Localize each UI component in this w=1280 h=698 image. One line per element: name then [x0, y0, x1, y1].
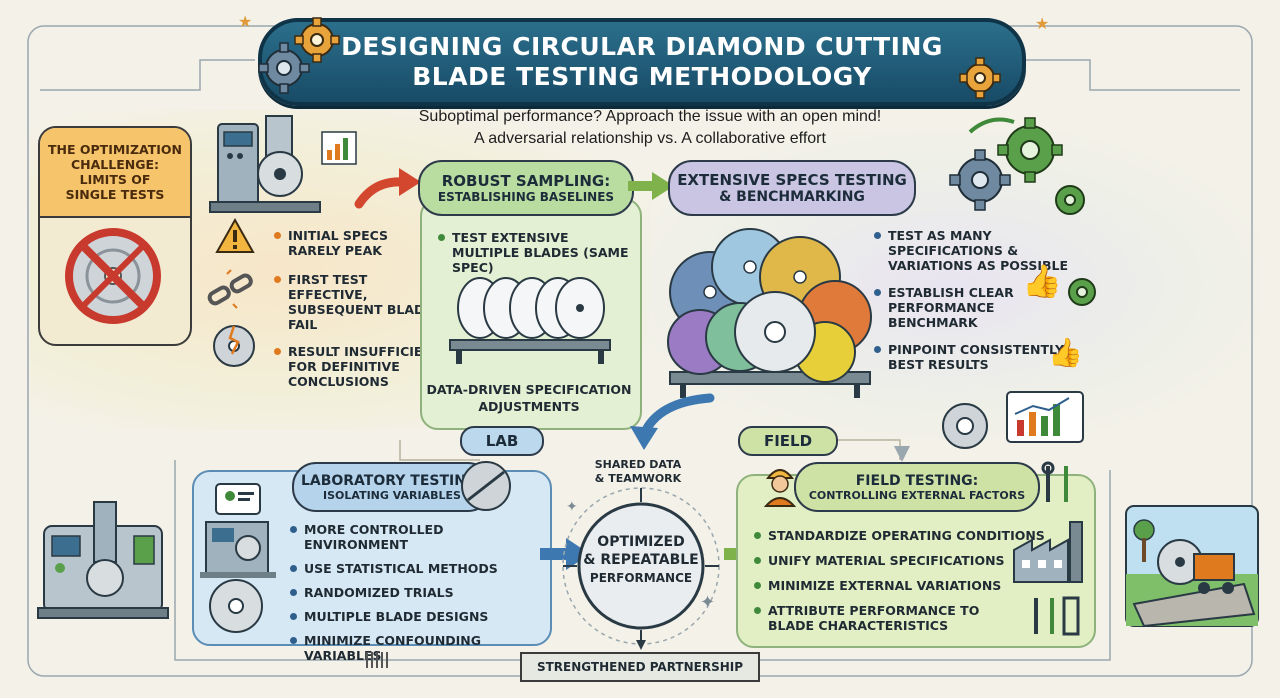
lab-header: LABORATORY TESTING: ISOLATING VARIABLES: [292, 462, 492, 512]
arrow-to-sampling: [354, 168, 421, 209]
sampling-header: ROBUST SAMPLING: ESTABLISHING BASELINES: [418, 160, 634, 216]
challenge-title-3: LIMITS OF: [79, 172, 151, 187]
gear-icon: [1068, 278, 1096, 306]
cutting-machine-icon: [209, 115, 357, 213]
arrow-lab-to-center: [540, 538, 590, 570]
challenge-list: INITIAL SPECS RARELY PEAK FIRST TEST EFF…: [272, 228, 442, 395]
lab-workstation-icon: [200, 483, 276, 633]
thumbs-up-icon: 👍: [1022, 263, 1062, 299]
sampling-list: TEST EXTENSIVE MULTIPLE BLADES (SAME SPE…: [436, 230, 636, 281]
specs-header: EXTENSIVE SPECS TESTING & BENCHMARKING: [668, 160, 916, 216]
title-banner: DESIGNING CIRCULAR DIAMOND CUTTING BLADE…: [258, 18, 1026, 106]
wrench-icon: [1034, 596, 1080, 636]
challenge-item: RESULT INSUFFICIENT FOR DEFINITIVE CONCL…: [272, 344, 442, 389]
specs-item: ESTABLISH CLEAR PERFORMANCE BENCHMARK: [872, 285, 1080, 330]
subtitle-line-2: A adversarial relationship vs. A collabo…: [474, 130, 826, 147]
thumbs-up-icon: 👍: [1048, 337, 1083, 368]
challenge-title-2: CHALLENGE:: [70, 157, 160, 172]
lab-subtitle: ISOLATING VARIABLES: [323, 488, 461, 502]
arrow-to-specs: [628, 172, 674, 200]
sampling-footer-1: DATA-DRIVEN SPECIFICATION: [426, 382, 632, 397]
partnership-banner: STRENGTHENED PARTNERSHIP: [520, 652, 760, 682]
warning-icon: [215, 217, 255, 253]
field-subtitle: CONTROLLING EXTERNAL FACTORS: [808, 488, 1026, 502]
arrow-to-center: [630, 393, 715, 450]
lab-item: RANDOMIZED TRIALS: [288, 585, 548, 600]
subtitle-line-1: Suboptimal performance? Approach the iss…: [418, 108, 882, 125]
blade-row-icon: [449, 277, 611, 364]
field-item: ATTRIBUTE PERFORMANCE TO BLADE CHARACTER…: [752, 603, 1008, 633]
sparkle-icon: ✦: [700, 592, 716, 612]
challenge-panel: THE OPTIMIZATION CHALLENGE: LIMITS OF SI…: [38, 126, 192, 346]
sampling-title: ROBUST SAMPLING:: [441, 172, 611, 190]
specs-item: PINPOINT CONSISTENTLY BEST RESULTS: [872, 342, 1080, 372]
center-line-3: PERFORMANCE: [589, 571, 693, 585]
lab-title: LABORATORY TESTING:: [300, 472, 484, 489]
tools-icon: [1041, 461, 1068, 502]
sampling-item: TEST EXTENSIVE MULTIPLE BLADES (SAME SPE…: [436, 230, 636, 275]
lab-tag: LAB: [460, 426, 544, 456]
challenge-item: FIRST TEST EFFECTIVE, SUBSEQUENT BLADES …: [272, 272, 442, 332]
shared-data-line-2: & TEAMWORK: [594, 472, 682, 485]
star-icon: ★: [238, 14, 253, 31]
specs-subtitle: & BENCHMARKING: [719, 189, 865, 205]
star-icon: ★: [1035, 16, 1050, 33]
center-line-1: OPTIMIZED: [597, 534, 685, 550]
partnership-text: STRENGTHENED PARTNERSHIP: [536, 660, 744, 674]
arrow-to-field: [894, 446, 910, 462]
field-list: STANDARDIZE OPERATING CONDITIONS UNIFY M…: [752, 528, 1052, 639]
gear-icon: [959, 57, 1001, 99]
barcode-icon: [366, 652, 388, 668]
cnc-machine-icon: [37, 501, 169, 619]
gear-icon: [258, 17, 340, 94]
prohibited-blade-icon: [65, 228, 161, 324]
blade-icon: [461, 461, 511, 511]
lab-item: USE STATISTICAL METHODS: [288, 561, 548, 576]
broken-chain-icon: [207, 269, 253, 309]
gear-icon: [949, 117, 1085, 215]
center-hub-ring: [562, 487, 720, 650]
lab-item: MULTIPLE BLADE DESIGNS: [288, 609, 548, 624]
lab-item: MINIMIZE CONFOUNDING VARIABLES: [288, 633, 548, 663]
challenge-title-1: THE OPTIMIZATION: [48, 142, 182, 157]
field-item: STANDARDIZE OPERATING CONDITIONS: [752, 528, 1052, 543]
field-item: UNIFY MATERIAL SPECIFICATIONS: [752, 553, 1052, 568]
field-tag: FIELD: [738, 426, 838, 456]
lab-item: MORE CONTROLLED ENVIRONMENT: [288, 522, 548, 552]
field-title: FIELD TESTING:: [855, 472, 979, 489]
specs-title: EXTENSIVE SPECS TESTING: [677, 171, 907, 189]
lab-list: MORE CONTROLLED ENVIRONMENT USE STATISTI…: [288, 522, 548, 669]
gear-icon: [942, 403, 988, 449]
cracked-blade-icon: [213, 325, 255, 367]
sampling-footer-2: ADJUSTMENTS: [478, 399, 580, 414]
title-line-2: BLADE TESTING METHODOLOGY: [412, 62, 872, 91]
chart-monitor-icon: [1006, 391, 1084, 443]
worker-icon: [763, 469, 797, 507]
center-line-2: & REPEATABLE: [583, 552, 699, 568]
shared-data-line-1: SHARED DATA: [594, 458, 682, 471]
field-item: MINIMIZE EXTERNAL VARIATIONS: [752, 578, 1052, 593]
challenge-item: INITIAL SPECS RARELY PEAK: [272, 228, 442, 258]
field-saw-scene-icon: [1125, 505, 1259, 628]
specs-list: TEST AS MANY SPECIFICATIONS & VARIATIONS…: [872, 228, 1080, 378]
challenge-title-4: SINGLE TESTS: [65, 187, 165, 202]
challenge-header: THE OPTIMIZATION CHALLENGE: LIMITS OF SI…: [40, 128, 190, 218]
field-header: FIELD TESTING: CONTROLLING EXTERNAL FACT…: [794, 462, 1040, 512]
sampling-subtitle: ESTABLISHING BASELINES: [437, 190, 615, 204]
title-line-1: DESIGNING CIRCULAR DIAMOND CUTTING: [341, 32, 943, 61]
specs-item: TEST AS MANY SPECIFICATIONS & VARIATIONS…: [872, 228, 1080, 273]
blade-collection-icon: [667, 228, 872, 398]
factory-icon: [1013, 521, 1083, 583]
sparkle-icon: ✦: [566, 498, 578, 514]
